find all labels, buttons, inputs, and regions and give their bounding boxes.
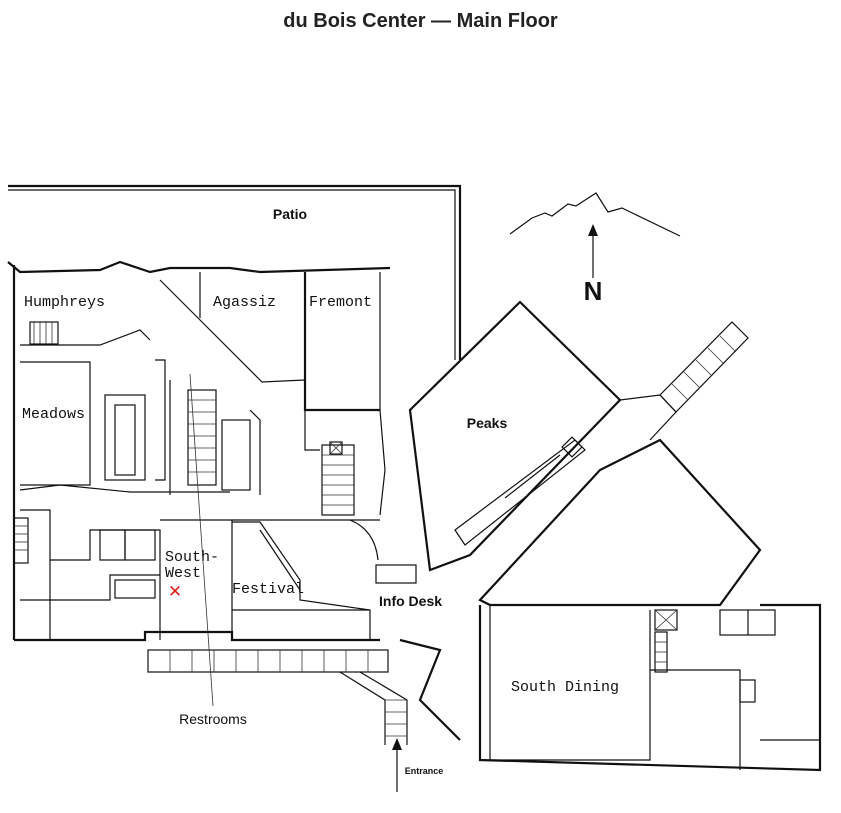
room-label-festival: Festival [232, 581, 304, 598]
room-label-south-dining: South Dining [511, 679, 619, 696]
south-dining-wing [478, 603, 822, 772]
room-label-fremont: Fremont [309, 294, 372, 311]
room-label-agassiz: Agassiz [213, 294, 276, 311]
north-indicator [509, 192, 681, 278]
restrooms-label: Restrooms [179, 711, 247, 727]
west-wing [7, 260, 417, 642]
north-label: N [584, 276, 603, 306]
map-title: du Bois Center — Main Floor [283, 10, 558, 32]
room-label-peaks: Peaks [467, 415, 508, 431]
entrance-label: Entrance [405, 766, 444, 776]
room-label-south-west-line1: South- [165, 549, 219, 566]
room-label-patio: Patio [273, 206, 307, 222]
room-label-humphreys: Humphreys [24, 294, 105, 311]
room-label-info-desk: Info Desk [379, 593, 442, 609]
mountain-skyline-icon [509, 192, 681, 237]
walkway [147, 638, 461, 792]
restroom-location-marker-icon: ✕ [168, 582, 182, 602]
room-label-south-west-line2: West [165, 565, 201, 582]
patio-outline [8, 184, 462, 360]
room-label-meadows: Meadows [22, 406, 85, 423]
restrooms-leader-line [189, 373, 214, 707]
peaks-wing [408, 300, 762, 607]
